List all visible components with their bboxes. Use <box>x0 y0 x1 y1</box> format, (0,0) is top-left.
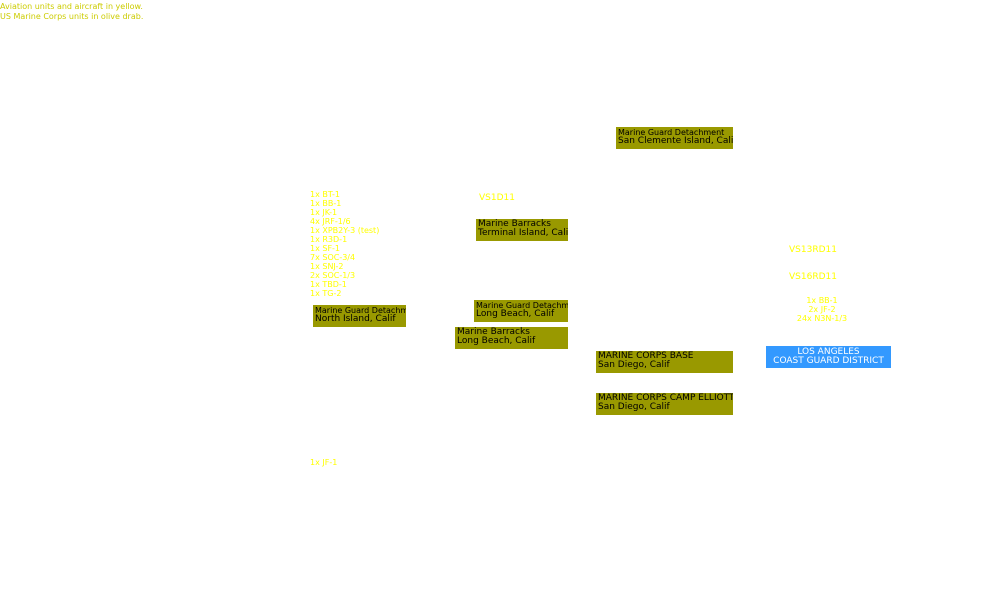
unit-name: Marine Guard Detachment <box>315 306 406 315</box>
aircraft-item: 2x SOC-1/3 <box>310 271 356 280</box>
aircraft-item: 1x XPB2Y-3 (test) <box>310 226 380 235</box>
aircraft-item: 1x SNJ-2 <box>310 262 344 271</box>
unit-location: San Diego, Calif <box>598 360 670 370</box>
unit-name: Marine Barracks <box>478 219 551 229</box>
unit-mb-terminal-island: Marine Barracks Terminal Island, Calif <box>476 219 568 241</box>
coast-guard-aircraft-list: 1x BB-1 2x JF-2 24x N3N-1/3 <box>794 296 850 323</box>
aircraft-item: 1x TBD-1 <box>310 280 347 289</box>
coast-guard-line1: LOS ANGELES <box>797 347 860 357</box>
unit-location: Long Beach, Calif <box>476 309 555 319</box>
aircraft-jf-1: 1x JF-1 <box>310 458 338 467</box>
unit-location: North Island, Calif <box>315 314 396 324</box>
coast-guard-line2: COAST GUARD DISTRICT <box>773 356 884 366</box>
unit-name: Marine Guard Detachment <box>618 128 725 137</box>
aircraft-item: 24x N3N-1/3 <box>796 314 848 323</box>
unit-mc-camp-elliott: MARINE CORPS CAMP ELLIOTT San Diego, Cal… <box>596 393 733 415</box>
unit-mgd-san-clemente: Marine Guard Detachment San Clemente Isl… <box>616 127 733 149</box>
unit-mb-long-beach: Marine Barracks Long Beach, Calif <box>455 327 568 349</box>
north-island-aircraft-list: 1x BT-1 1x BB-1 1x JK-1 4x JRF-1/6 1x XP… <box>310 190 379 298</box>
aircraft-item: 4x JRF-1/6 <box>310 217 351 226</box>
unit-location: Terminal Island, Calif <box>478 228 568 238</box>
aircraft-item: 2x JF-2 <box>808 305 836 314</box>
aircraft-item: 1x TG-2 <box>310 289 342 298</box>
unit-location: San Diego, Calif <box>598 402 670 412</box>
unit-location: Long Beach, Calif <box>457 336 536 346</box>
unit-name: Marine Barracks <box>457 327 530 337</box>
aircraft-item: 1x JK-1 <box>310 208 338 217</box>
unit-mcb-san-diego: MARINE CORPS BASE San Diego, Calif <box>596 351 733 373</box>
unit-mgd-long-beach: Marine Guard Detachment Long Beach, Cali… <box>474 300 568 322</box>
aircraft-item: 1x R3D-1 <box>310 235 348 244</box>
unit-coast-guard-district: LOS ANGELES COAST GUARD DISTRICT <box>766 346 891 368</box>
unit-name: Marine Guard Detachment <box>476 301 568 310</box>
unit-name: MARINE CORPS BASE <box>598 351 694 361</box>
aircraft-item: 1x BB-1 <box>310 199 342 208</box>
unit-mgd-north-island: Marine Guard Detachment North Island, Ca… <box>313 305 406 327</box>
aircraft-item: 7x SOC-3/4 <box>310 253 356 262</box>
squadron-vs1d11: VS1D11 <box>479 193 515 203</box>
aircraft-item: 1x BT-1 <box>310 190 340 199</box>
legend-aviation: Aviation units and aircraft in yellow. <box>0 2 143 11</box>
unit-location: San Clemente Island, Calif <box>618 136 733 146</box>
squadron-vs13rd11: VS13RD11 <box>789 245 837 255</box>
unit-name: MARINE CORPS CAMP ELLIOTT <box>598 393 733 403</box>
squadron-vs16rd11: VS16RD11 <box>789 272 837 282</box>
legend-marine: US Marine Corps units in olive drab. <box>0 12 144 21</box>
aircraft-item: 1x BB-1 <box>806 296 838 305</box>
aircraft-item: 1x SF-1 <box>310 244 341 253</box>
